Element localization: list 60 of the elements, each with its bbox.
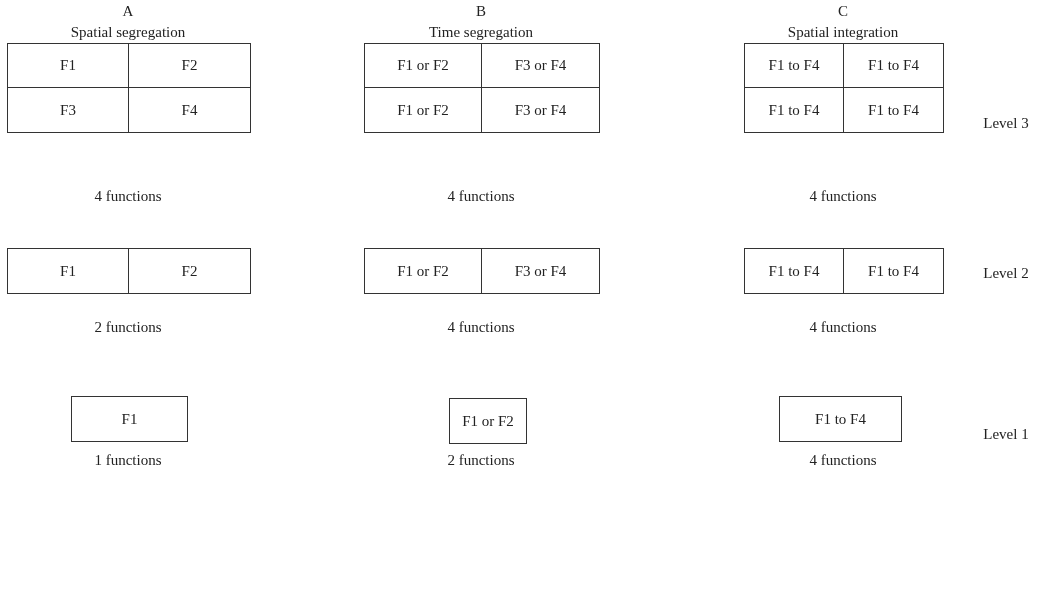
table-cell: [364, 87, 482, 133]
cell-text: F1 to F4: [815, 410, 866, 428]
function-count: 1 functions: [94, 451, 162, 469]
column-heading: Time segregation: [429, 23, 533, 41]
column-letter: C: [838, 2, 848, 20]
table-cell: [7, 87, 129, 133]
table-cell: [744, 43, 844, 88]
cell-text: F3 or F4: [514, 101, 567, 119]
cell-text: F1 to F4: [868, 57, 919, 74]
cell-text: F1: [60, 57, 76, 74]
level-label: Level 2: [983, 264, 1029, 282]
cell-text: F1 or F2: [397, 101, 449, 119]
cell-text: F1 to F4: [868, 262, 919, 280]
level-label: Level 3: [983, 114, 1029, 132]
function-count: 4 functions: [94, 187, 162, 205]
cell-text: F3 or F4: [514, 262, 567, 280]
function-count: 2 functions: [447, 451, 515, 469]
table-cell: [449, 398, 527, 444]
cell-text: F3 or F4: [514, 57, 567, 74]
function-count: 4 functions: [447, 187, 515, 205]
cell-text: F1 or F2: [462, 412, 514, 430]
cell-text: F2: [181, 57, 198, 74]
cell-text: F1 to F4: [868, 101, 919, 119]
cell-text: F1 to F4: [768, 57, 820, 74]
table-cell: [7, 248, 129, 294]
function-count: 2 functions: [94, 318, 162, 336]
table-cell: [843, 87, 944, 133]
cell-text: F1 or F2: [397, 57, 449, 74]
function-count: 4 functions: [447, 318, 515, 336]
table-cell: [843, 43, 944, 88]
column-letter: A: [122, 2, 134, 20]
column-letter: B: [476, 2, 486, 20]
cell-text: F1 to F4: [768, 101, 820, 119]
cell-text: F3: [60, 101, 76, 119]
table-cell: [481, 43, 600, 88]
table-cell: [744, 87, 844, 133]
table-cell: [481, 248, 600, 294]
cell-text: F4: [181, 101, 198, 119]
table-cell: [128, 87, 251, 133]
cell-text: F1 or F2: [397, 262, 449, 280]
table-cell: [7, 43, 129, 88]
level-label: Level 1: [983, 425, 1029, 443]
function-count: 4 functions: [809, 318, 877, 336]
table-cell: [843, 248, 944, 294]
table-cell: [364, 248, 482, 294]
table-cell: [128, 248, 251, 294]
table-cell: [779, 396, 902, 442]
table-cell: [128, 43, 251, 88]
column-heading: Spatial segregation: [70, 23, 186, 41]
table-cell: [744, 248, 844, 294]
cell-text: F1 to F4: [768, 262, 820, 280]
column-heading: Spatial integration: [787, 23, 899, 41]
cell-text: F2: [181, 262, 198, 280]
table-cell: [364, 43, 482, 88]
function-count: 4 functions: [809, 451, 877, 469]
table-cell: [481, 87, 600, 133]
table-cell: [71, 396, 188, 442]
cell-text: F1: [121, 410, 138, 428]
function-count: 4 functions: [809, 187, 877, 205]
cell-text: F1: [60, 262, 76, 280]
